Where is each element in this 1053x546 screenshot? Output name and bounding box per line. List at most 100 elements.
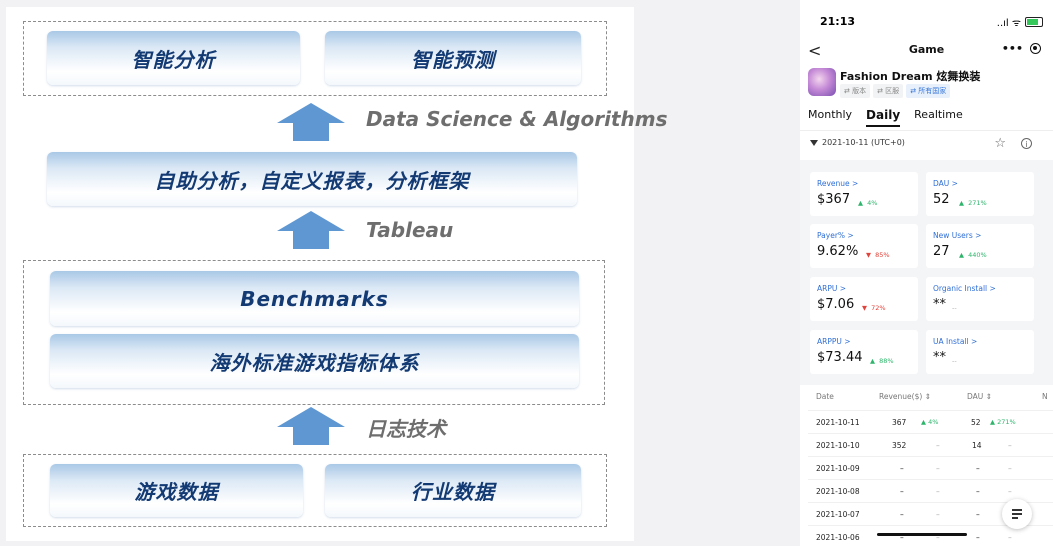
metric-value: ** (933, 350, 946, 365)
log-tech-layer-label: 日志技术 (366, 417, 446, 441)
metric-card-revenue[interactable]: Revenue > $367 ▲ 4% (810, 172, 918, 216)
version-chip[interactable]: ⇄ 版本 (840, 84, 871, 98)
metric-delta-value: 440% (968, 251, 987, 259)
cell-revenue-delta: – (936, 487, 940, 496)
cell-date: 2021-10-06 (816, 533, 860, 542)
table-row[interactable]: 2021-10-06 – – – – (808, 525, 1053, 546)
metric-delta: -- (952, 304, 957, 312)
tableau-layer-label: Tableau (366, 218, 454, 242)
cell-date: 2021-10-09 (816, 464, 860, 473)
top-layer-frame (23, 21, 607, 96)
column-header-date[interactable]: Date (816, 392, 834, 401)
column-header-dau[interactable]: DAU ⇕ (967, 392, 992, 401)
up-arrow-icon (277, 103, 345, 141)
date-filter-label: 2021-10-11 (UTC+0) (822, 138, 905, 147)
table-row[interactable]: 2021-10-08 – – – – (808, 479, 1053, 503)
metric-value: $367 (817, 192, 851, 207)
metric-value: ** (933, 297, 946, 312)
phone-screen: 21:13 ..ıl ᯤ < Game ••• Fashion Dream 炫舞… (800, 0, 1053, 546)
cell-dau-delta: ▲ 271% (990, 418, 1016, 426)
metric-delta-value: 88% (879, 357, 894, 365)
cell-dau-delta: – (1008, 464, 1012, 473)
date-filter[interactable]: 2021-10-11 (UTC+0) (810, 138, 905, 147)
cell-revenue: – (900, 487, 904, 496)
smart-prediction-box: 智能预测 (325, 31, 581, 85)
metric-card-arpu[interactable]: ARPU > $7.06 ▼ 72% (810, 277, 918, 321)
metric-delta: -- (952, 357, 957, 365)
cell-dau: 52 (971, 418, 981, 427)
metric-delta-value: 4% (867, 199, 878, 207)
metric-label: Revenue > (817, 179, 859, 188)
metric-label: New Users > (933, 231, 982, 240)
signal-wifi-icon: ..ıl ᯤ (996, 18, 1021, 29)
up-arrow-icon: ▲ (959, 199, 964, 207)
cell-revenue-delta: ▲ 4% (921, 418, 939, 426)
cell-dau-delta: – (1008, 441, 1012, 450)
cell-revenue-delta: – (936, 464, 940, 473)
cell-dau: – (976, 533, 980, 542)
country-chip[interactable]: ⇄ 所有国家 (906, 84, 951, 98)
column-header-revenue[interactable]: Revenue($) ⇕ (879, 392, 931, 401)
cell-date: 2021-10-08 (816, 487, 860, 496)
cell-revenue: – (900, 464, 904, 473)
metric-delta-value: 85% (875, 251, 890, 259)
filter-icon (810, 139, 818, 146)
tab-realtime[interactable]: Realtime (914, 108, 963, 121)
cell-dau-delta: – (1008, 533, 1012, 542)
app-header: Fashion Dream 炫舞换装 ⇄ 版本 ⇄ 区服 ⇄ 所有国家 (808, 68, 1048, 100)
star-icon[interactable]: ☆ (994, 136, 1006, 151)
menu-icon (1012, 509, 1022, 511)
nav-bar: < Game ••• (800, 40, 1053, 62)
cell-date: 2021-10-10 (816, 441, 860, 450)
close-mini-program-icon[interactable] (1030, 43, 1041, 54)
up-arrow-icon: ▲ (870, 357, 875, 365)
status-icons: ..ıl ᯤ (997, 15, 1043, 29)
cell-revenue-delta: – (936, 441, 940, 450)
metric-card-payer-rate[interactable]: Payer% > 9.62% ▼ 85% (810, 224, 918, 268)
metric-card-arppu[interactable]: ARPPU > $73.44 ▲ 88% (810, 330, 918, 374)
nav-title: Game (908, 43, 945, 56)
battery-icon (1025, 17, 1043, 27)
column-header-next[interactable]: N (1042, 392, 1048, 401)
cell-dau: – (976, 487, 980, 496)
menu-fab-button[interactable] (1002, 499, 1032, 529)
metric-card-organic-install[interactable]: Organic Install > ** -- (926, 277, 1034, 321)
metric-value: 9.62% (817, 244, 859, 259)
table-row[interactable]: 2021-10-11 367 ▲ 4% 52 ▲ 271% (808, 410, 1053, 434)
more-icon[interactable]: ••• (1001, 42, 1023, 55)
server-chip[interactable]: ⇄ 区服 (873, 84, 904, 98)
metric-card-dau[interactable]: DAU > 52 ▲ 271% (926, 172, 1034, 216)
game-data-box: 游戏数据 (50, 464, 303, 517)
info-icon[interactable]: i (1021, 138, 1032, 149)
metric-value: $7.06 (817, 297, 855, 312)
up-arrow-icon (277, 211, 345, 249)
metric-label: DAU > (933, 179, 958, 188)
cell-revenue: – (900, 533, 904, 542)
down-arrow-icon: ▼ (862, 304, 867, 312)
metric-label: ARPPU > (817, 337, 851, 346)
architecture-diagram: 智能分析 智能预测 Data Science & Algorithms 自助分析… (6, 7, 667, 541)
app-name: Fashion Dream 炫舞换装 (840, 70, 981, 83)
metric-label: Organic Install > (933, 284, 996, 293)
metrics-grid: Revenue > $367 ▲ 4% DAU > 52 ▲ 271% Paye… (800, 160, 1053, 385)
back-icon[interactable]: < (808, 41, 822, 60)
metric-card-ua-install[interactable]: UA Install > ** -- (926, 330, 1034, 374)
tab-monthly[interactable]: Monthly (808, 108, 853, 121)
metric-value: 27 (933, 244, 950, 259)
cell-dau: – (976, 510, 980, 519)
metric-card-new-users[interactable]: New Users > 27 ▲ 440% (926, 224, 1034, 268)
metric-value: $73.44 (817, 350, 863, 365)
metric-label: ARPU > (817, 284, 847, 293)
menu-icon (1012, 513, 1022, 515)
up-arrow-icon (277, 407, 345, 445)
cell-dau: – (976, 464, 980, 473)
cell-revenue: 367 (892, 418, 907, 427)
table-row[interactable]: 2021-10-09 – – – – (808, 456, 1053, 480)
tab-daily[interactable]: Daily (866, 108, 901, 127)
benchmarks-box: Benchmarks (50, 271, 579, 326)
table-row[interactable]: 2021-10-10 352 – 14 – (808, 433, 1053, 457)
tabs-divider (800, 130, 1053, 131)
industry-data-box: 行业数据 (325, 464, 581, 517)
metric-delta: ▲ 88% (870, 357, 894, 365)
app-icon (808, 68, 836, 96)
